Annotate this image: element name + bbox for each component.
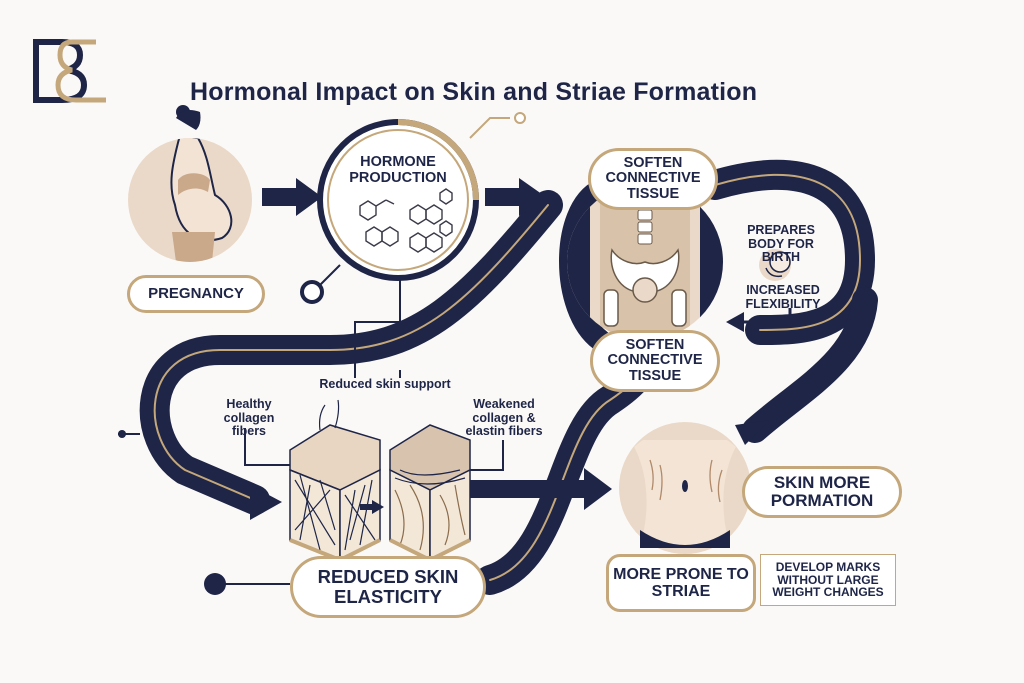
arrow-flex xyxy=(726,308,792,332)
soften-connective-tissue-bottom: SOFTEN CONNECTIVE TISSUE xyxy=(590,330,720,392)
arrow-into-skin xyxy=(250,485,282,520)
baby-icon xyxy=(759,249,791,281)
prepares-body-label: PREPARES BODY FOR BIRTH xyxy=(747,223,815,264)
pregnancy-label: PREGNANCY xyxy=(127,275,265,313)
skin-more-formation-label: SKIN MORE PORMATION xyxy=(742,466,902,518)
hormone-production-label: HORMONE PRODUCTION xyxy=(349,154,447,186)
increased-flexibility-label: INCREASED FLEXIBILITY xyxy=(745,283,821,311)
soften-connective-tissue-top: SOFTEN CONNECTIVE TISSUE xyxy=(588,148,718,210)
arrow-skin-to-belly xyxy=(470,468,612,510)
hormone-molecules-icon xyxy=(317,119,479,281)
develop-marks-label: DEVELOP MARKS WITHOUT LARGE WEIGHT CHANG… xyxy=(760,554,896,606)
arrow-to-belly xyxy=(735,420,770,445)
logo-icon xyxy=(33,39,106,103)
weakened-fibers-label: Weakened collagen & elastin fibers xyxy=(465,397,543,438)
healthy-collagen-label: Healthy collagen fibers xyxy=(223,397,275,438)
reduced-skin-elasticity-label: REDUCED SKIN ELASTICITY xyxy=(290,556,486,618)
arrow-preg-to-hormone xyxy=(262,178,322,216)
arrow-hormone-to-soften xyxy=(485,178,546,216)
skin-cross-section-icon xyxy=(289,399,471,563)
belly-stretch-marks-icon xyxy=(619,422,751,554)
pregnant-woman-icon xyxy=(128,105,252,262)
page-title: Hormonal Impact on Skin and Striae Forma… xyxy=(190,78,758,106)
more-prone-to-striae-label: MORE PRONE TO STRIAE xyxy=(606,554,756,612)
reduced-skin-support-label: Reduced skin support xyxy=(300,377,470,392)
